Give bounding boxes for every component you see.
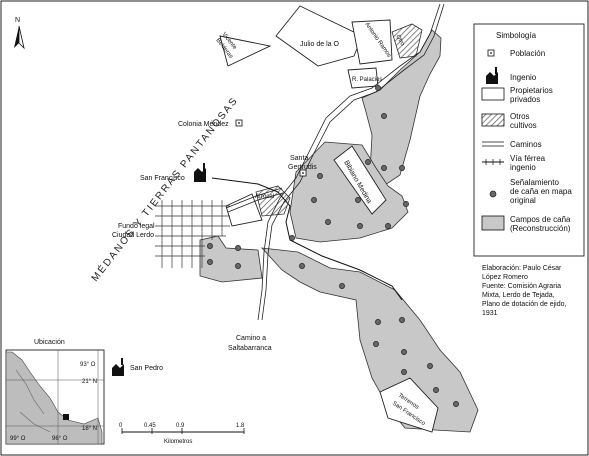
parcel-bibiano-medina: [333, 145, 387, 215]
place-camino-line1: Camino a: [236, 335, 266, 342]
inset-town-label: San Pedro: [130, 365, 163, 372]
legend-private-symbol: [481, 87, 505, 101]
legend-gray-symbol: [481, 215, 505, 231]
legend-item-3b: cultivos: [510, 121, 537, 130]
legend-item-0: Población: [510, 49, 545, 58]
credit-line-1: López Romero: [482, 274, 528, 281]
cane-field-south: [260, 247, 479, 433]
legend-item-4: Caminos: [510, 140, 542, 149]
scale-unit: Kilometros: [164, 439, 192, 445]
credit-line-5: 1931: [482, 310, 498, 317]
factory-icon-san-pedro: [112, 358, 124, 376]
cane-field-north: [361, 29, 442, 186]
legend: Simbología Población Ingenio Propietario…: [473, 23, 585, 257]
legend-factory-icon: [486, 67, 498, 84]
legend-item-1: Ingenio: [510, 73, 537, 82]
legend-title: Simbología: [496, 31, 537, 40]
legend-item-2a: Propietarios: [510, 86, 553, 95]
credit-line-0: Elaboración: Paulo César: [482, 265, 562, 272]
scale-tick-1: 0.45: [144, 423, 156, 429]
place-arrocal: Arrocal: [255, 194, 274, 200]
parcel-terrenos-san-francisco: [379, 377, 439, 433]
legend-item-2b: privados: [510, 95, 540, 104]
north-label: N: [15, 17, 20, 24]
place-camino-line2: Saltabarranca: [228, 345, 272, 352]
legend-item-5b: ingenio: [510, 163, 536, 172]
legend-item-6c: original: [510, 196, 536, 205]
north-arrow-icon: N: [14, 17, 25, 50]
legend-item-7b: (Reconstrucción): [510, 224, 571, 233]
credits: Elaboración: Paulo César López Romero Fu…: [482, 265, 567, 317]
cane-marks: [207, 85, 459, 407]
legend-item-3a: Otros: [510, 112, 530, 121]
legend-item-5a: Vía férrea: [510, 154, 546, 163]
credit-line-4: Plano de dotación de ejido,: [482, 301, 567, 308]
inset-location-marker: [63, 414, 69, 420]
town-markers: [235, 119, 307, 177]
inset-lon-93: 93° O: [80, 362, 96, 368]
inset-lat-21: 21° N: [82, 379, 97, 385]
fundo-legal-grid: [155, 200, 230, 268]
inset-lat-18: 18° N: [82, 426, 97, 432]
credit-line-2: Fuente: Comisión Agraria: [482, 283, 561, 290]
place-r-palacios: R. Palacios: [352, 77, 382, 83]
parcel-vicente-belderas: [219, 35, 272, 67]
scale-tick-3: 1.8: [236, 423, 245, 429]
legend-item-6b: de caña en mapa: [510, 187, 572, 196]
inset-land: [5, 351, 103, 445]
inset-title: Ubicación: [34, 339, 65, 346]
scale-bar: 0 0.45 0.9 1.8 Kilometros: [119, 423, 245, 445]
place-colonia-mendez: Colonia Méndez: [178, 121, 229, 128]
place-fundo-legal-line1: Fundo legal: [118, 223, 155, 230]
place-santa-gertrudis-line2: Gertrudis: [288, 164, 317, 171]
cane-fields: [199, 29, 479, 433]
inset-lon-96: 96° O: [52, 436, 68, 442]
railway-line: [211, 177, 403, 301]
parcel-julio-de-la-o: [275, 5, 363, 67]
place-fundo-legal-line2: Ciudad Lerdo: [112, 232, 154, 239]
roads: [225, 3, 445, 321]
factory-icon: [194, 163, 206, 182]
parcel-antonio-ramos: [351, 19, 393, 65]
place-san-francisco: San Francisco: [140, 175, 185, 182]
cane-field-west: [199, 235, 263, 283]
inset-lon-99: 99° O: [10, 436, 26, 442]
place-julio-de-la-o: Julio de la O: [300, 41, 339, 48]
place-santa-gertrudis-line1: Santa: [290, 155, 308, 162]
legend-item-6a: Señalamiento: [510, 178, 559, 187]
legend-hatch-symbol: [481, 113, 505, 127]
credit-line-3: Mixta, Lerdo de Tejada,: [482, 292, 555, 299]
scale-tick-2: 0.9: [176, 423, 185, 429]
location-inset: Ubicación 93° O 21° N 18° N 99° O 96° O: [5, 339, 105, 445]
legend-dot-symbol: [489, 190, 497, 198]
hatched-parcel-north: [391, 23, 423, 59]
scale-tick-0: 0: [119, 423, 123, 429]
cane-field-central: [289, 141, 409, 243]
place-otro: Otro: [394, 34, 405, 48]
legend-item-7a: Campos de caña: [510, 215, 571, 224]
